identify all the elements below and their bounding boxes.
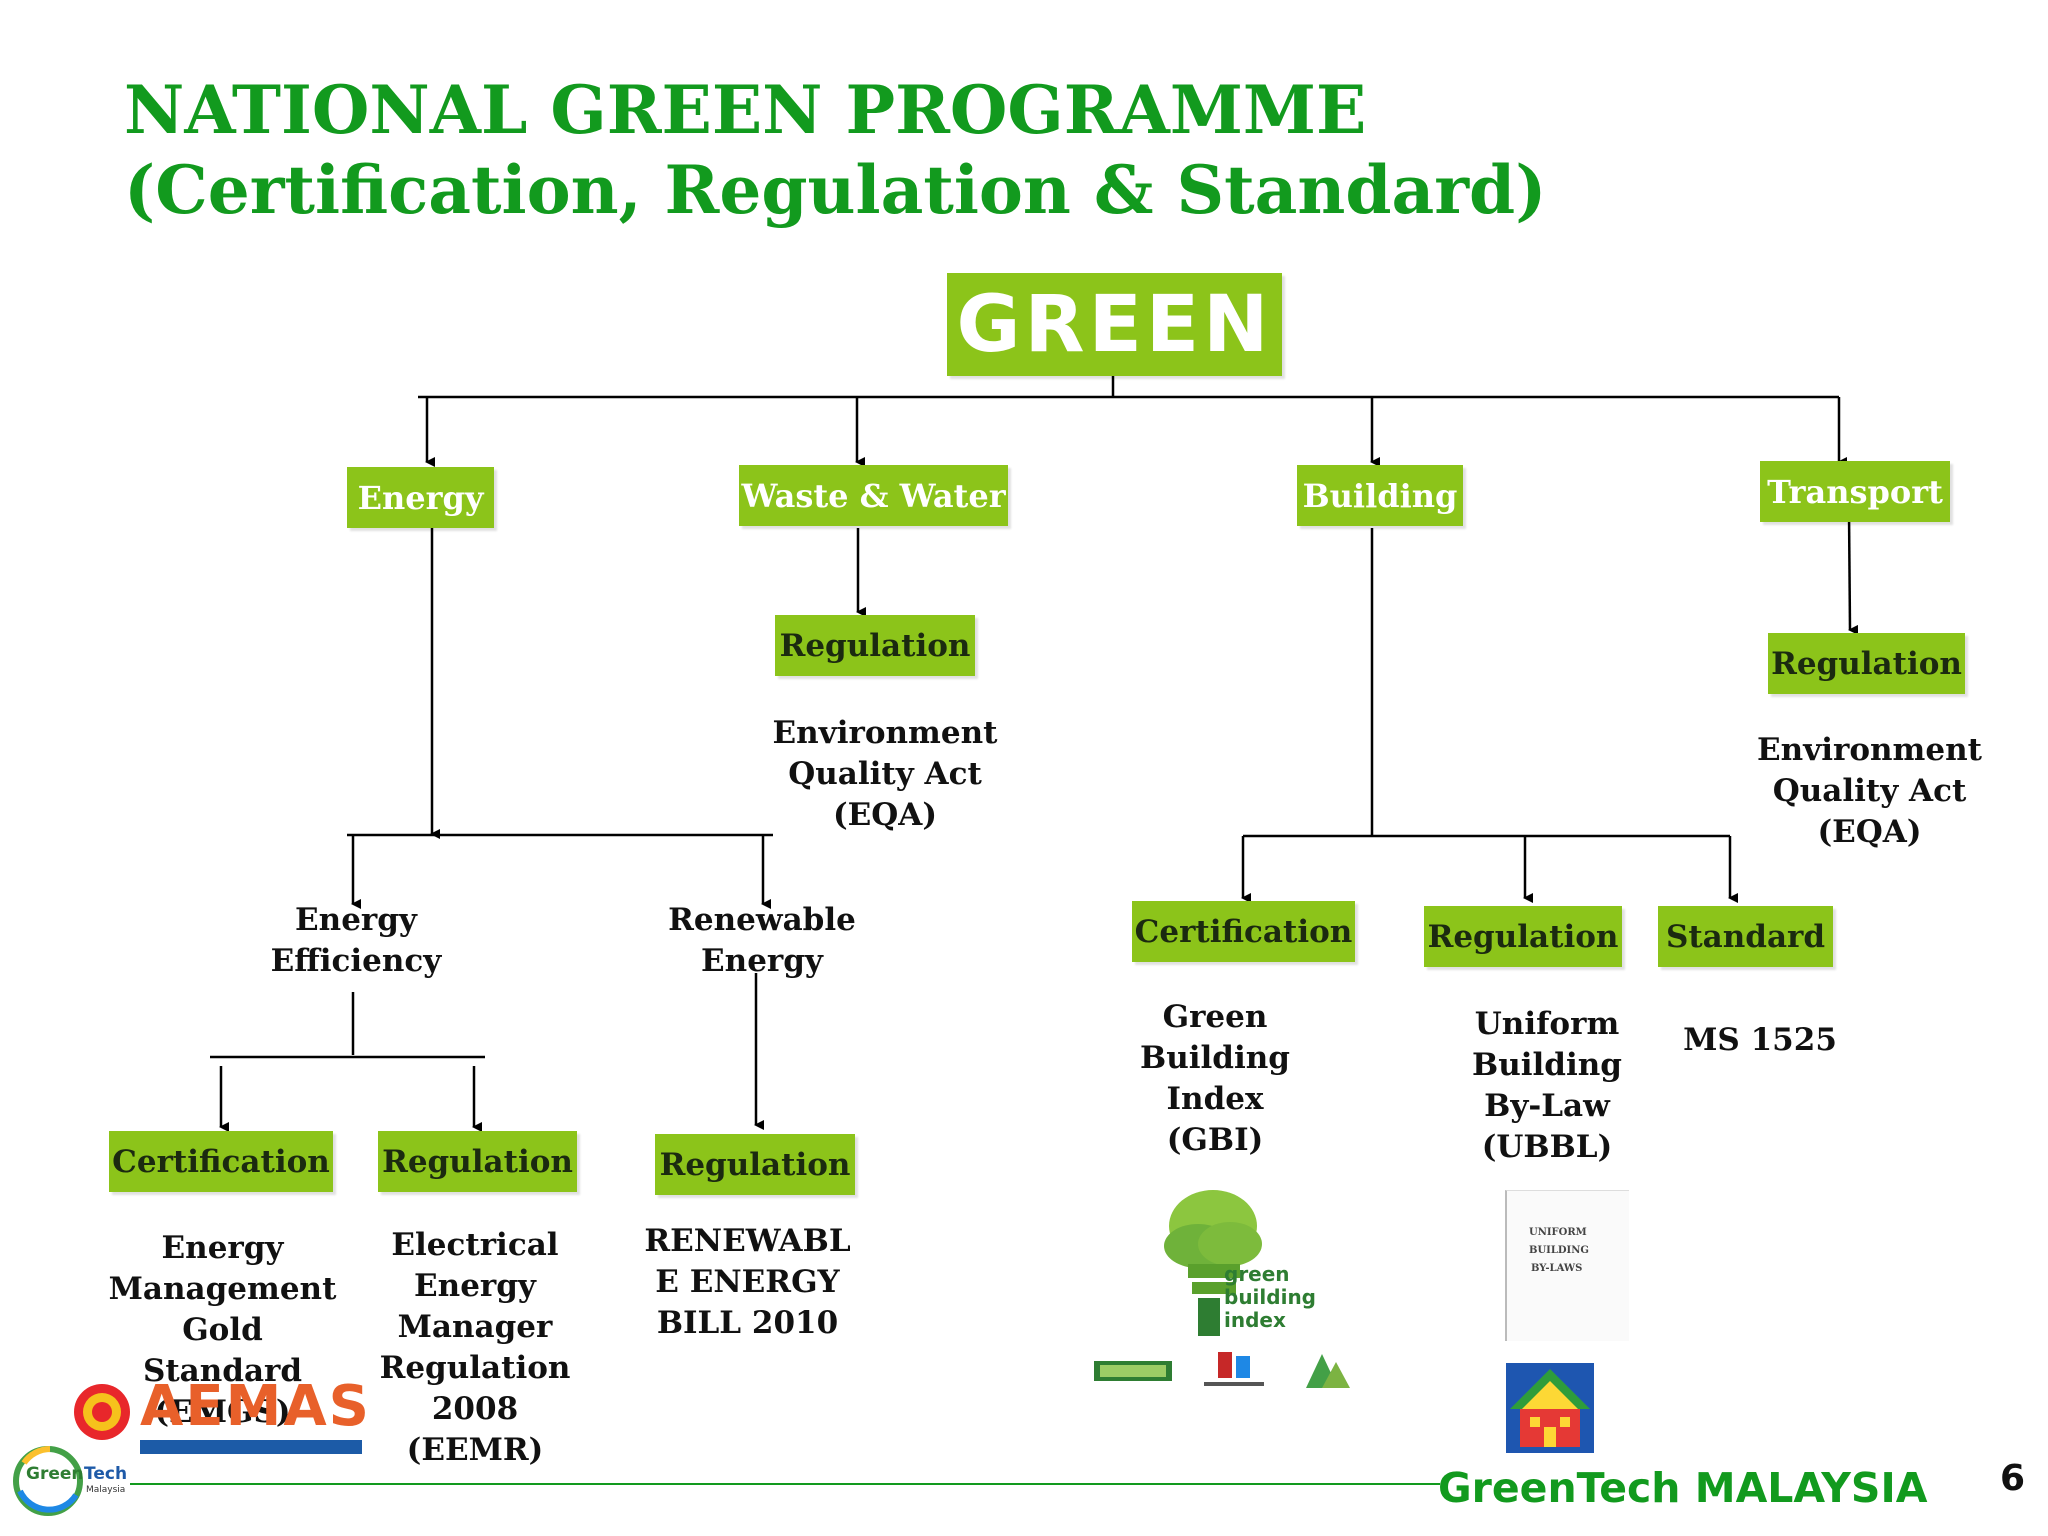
ubbl-doc-line-3: BY-LAWS: [1531, 1263, 1583, 1274]
transport-box: Transport: [1760, 461, 1950, 522]
waste-water-box: Waste & Water: [739, 465, 1008, 526]
ubbl-doc-line-2: BUILDING: [1529, 1245, 1589, 1256]
title-line-1: NATIONAL GREEN PROGRAMME: [124, 71, 1367, 149]
ee-regulation-text: Electrical Energy Manager Regulation 200…: [379, 1227, 571, 1468]
transport-regulation-text: Environment Quality Act (EQA): [1757, 732, 1982, 850]
greentech-ring-icon: [13, 1446, 83, 1516]
building-certification-text: Green Building Index (GBI): [1140, 999, 1290, 1158]
title-line-2: (Certification, Regulation & Standard): [124, 151, 1547, 229]
greentech-small-green: Green: [26, 1464, 84, 1484]
green-root-box: GREEN: [947, 273, 1282, 376]
footer-brand: GreenTech MALAYSIA: [1438, 1464, 1928, 1512]
waste-water-regulation-box: Regulation: [775, 615, 975, 676]
re-regulation-text: RENEWABL E ENERGY BILL 2010: [644, 1223, 851, 1341]
building-regulation-text: Uniform Building By-Law (UBBL): [1472, 1006, 1622, 1165]
pam-logo: [1092, 1353, 1174, 1389]
greentech-small-tech: Tech: [84, 1464, 128, 1484]
house-emblem-logo: [1506, 1363, 1594, 1453]
building-standard-box: Standard: [1658, 906, 1833, 967]
ubbl-doc-line-1: UNIFORM: [1529, 1227, 1587, 1238]
renewable-energy-label: Renewable Energy: [668, 902, 856, 979]
aemas-emblem-icon: [74, 1384, 362, 1454]
aemas-logo: AEMAS: [70, 1374, 370, 1458]
footer-divider: [130, 1483, 1440, 1485]
re-regulation-box: Regulation: [655, 1134, 855, 1195]
building-standard-text: MS 1525: [1683, 1022, 1837, 1058]
energy-box: Energy: [347, 467, 494, 528]
building-certification-box: Certification: [1132, 901, 1355, 962]
ee-certification-text: Energy Management Gold Standard (EMGS): [108, 1230, 337, 1430]
building-box: Building: [1297, 465, 1463, 526]
ww-regulation-text: Environment Quality Act (EQA): [772, 715, 998, 833]
page-number: 6: [2000, 1458, 2026, 1499]
acem-logo: [1198, 1348, 1270, 1392]
transport-regulation-box: Regulation: [1768, 633, 1965, 694]
gbi-tree-icon: [1164, 1190, 1262, 1336]
ee-certification-box: Certification: [109, 1131, 333, 1192]
greentech-small-malaysia: Malaysia: [86, 1485, 126, 1495]
gbi-text-green: green: [1224, 1262, 1290, 1286]
gbi-logo: green building index: [1158, 1186, 1316, 1336]
ee-regulation-box: Regulation: [378, 1131, 577, 1192]
gbi-text-building: building: [1224, 1285, 1316, 1309]
mgbc-logo: [1296, 1348, 1360, 1394]
ubbl-document-thumbnail: UNIFORM BUILDING BY-LAWS: [1505, 1190, 1629, 1341]
house-emblem-icon: [1506, 1363, 1594, 1453]
slide-title: NATIONAL GREEN PROGRAMME (Certification,…: [124, 70, 1546, 230]
energy-efficiency-label: Energy Efficiency: [270, 902, 442, 979]
building-regulation-box: Regulation: [1424, 906, 1622, 967]
aemas-wordmark: AEMAS: [140, 1374, 371, 1439]
greentech-small-logo: Green Tech Malaysia: [10, 1443, 130, 1519]
gbi-text-index: index: [1224, 1308, 1286, 1332]
